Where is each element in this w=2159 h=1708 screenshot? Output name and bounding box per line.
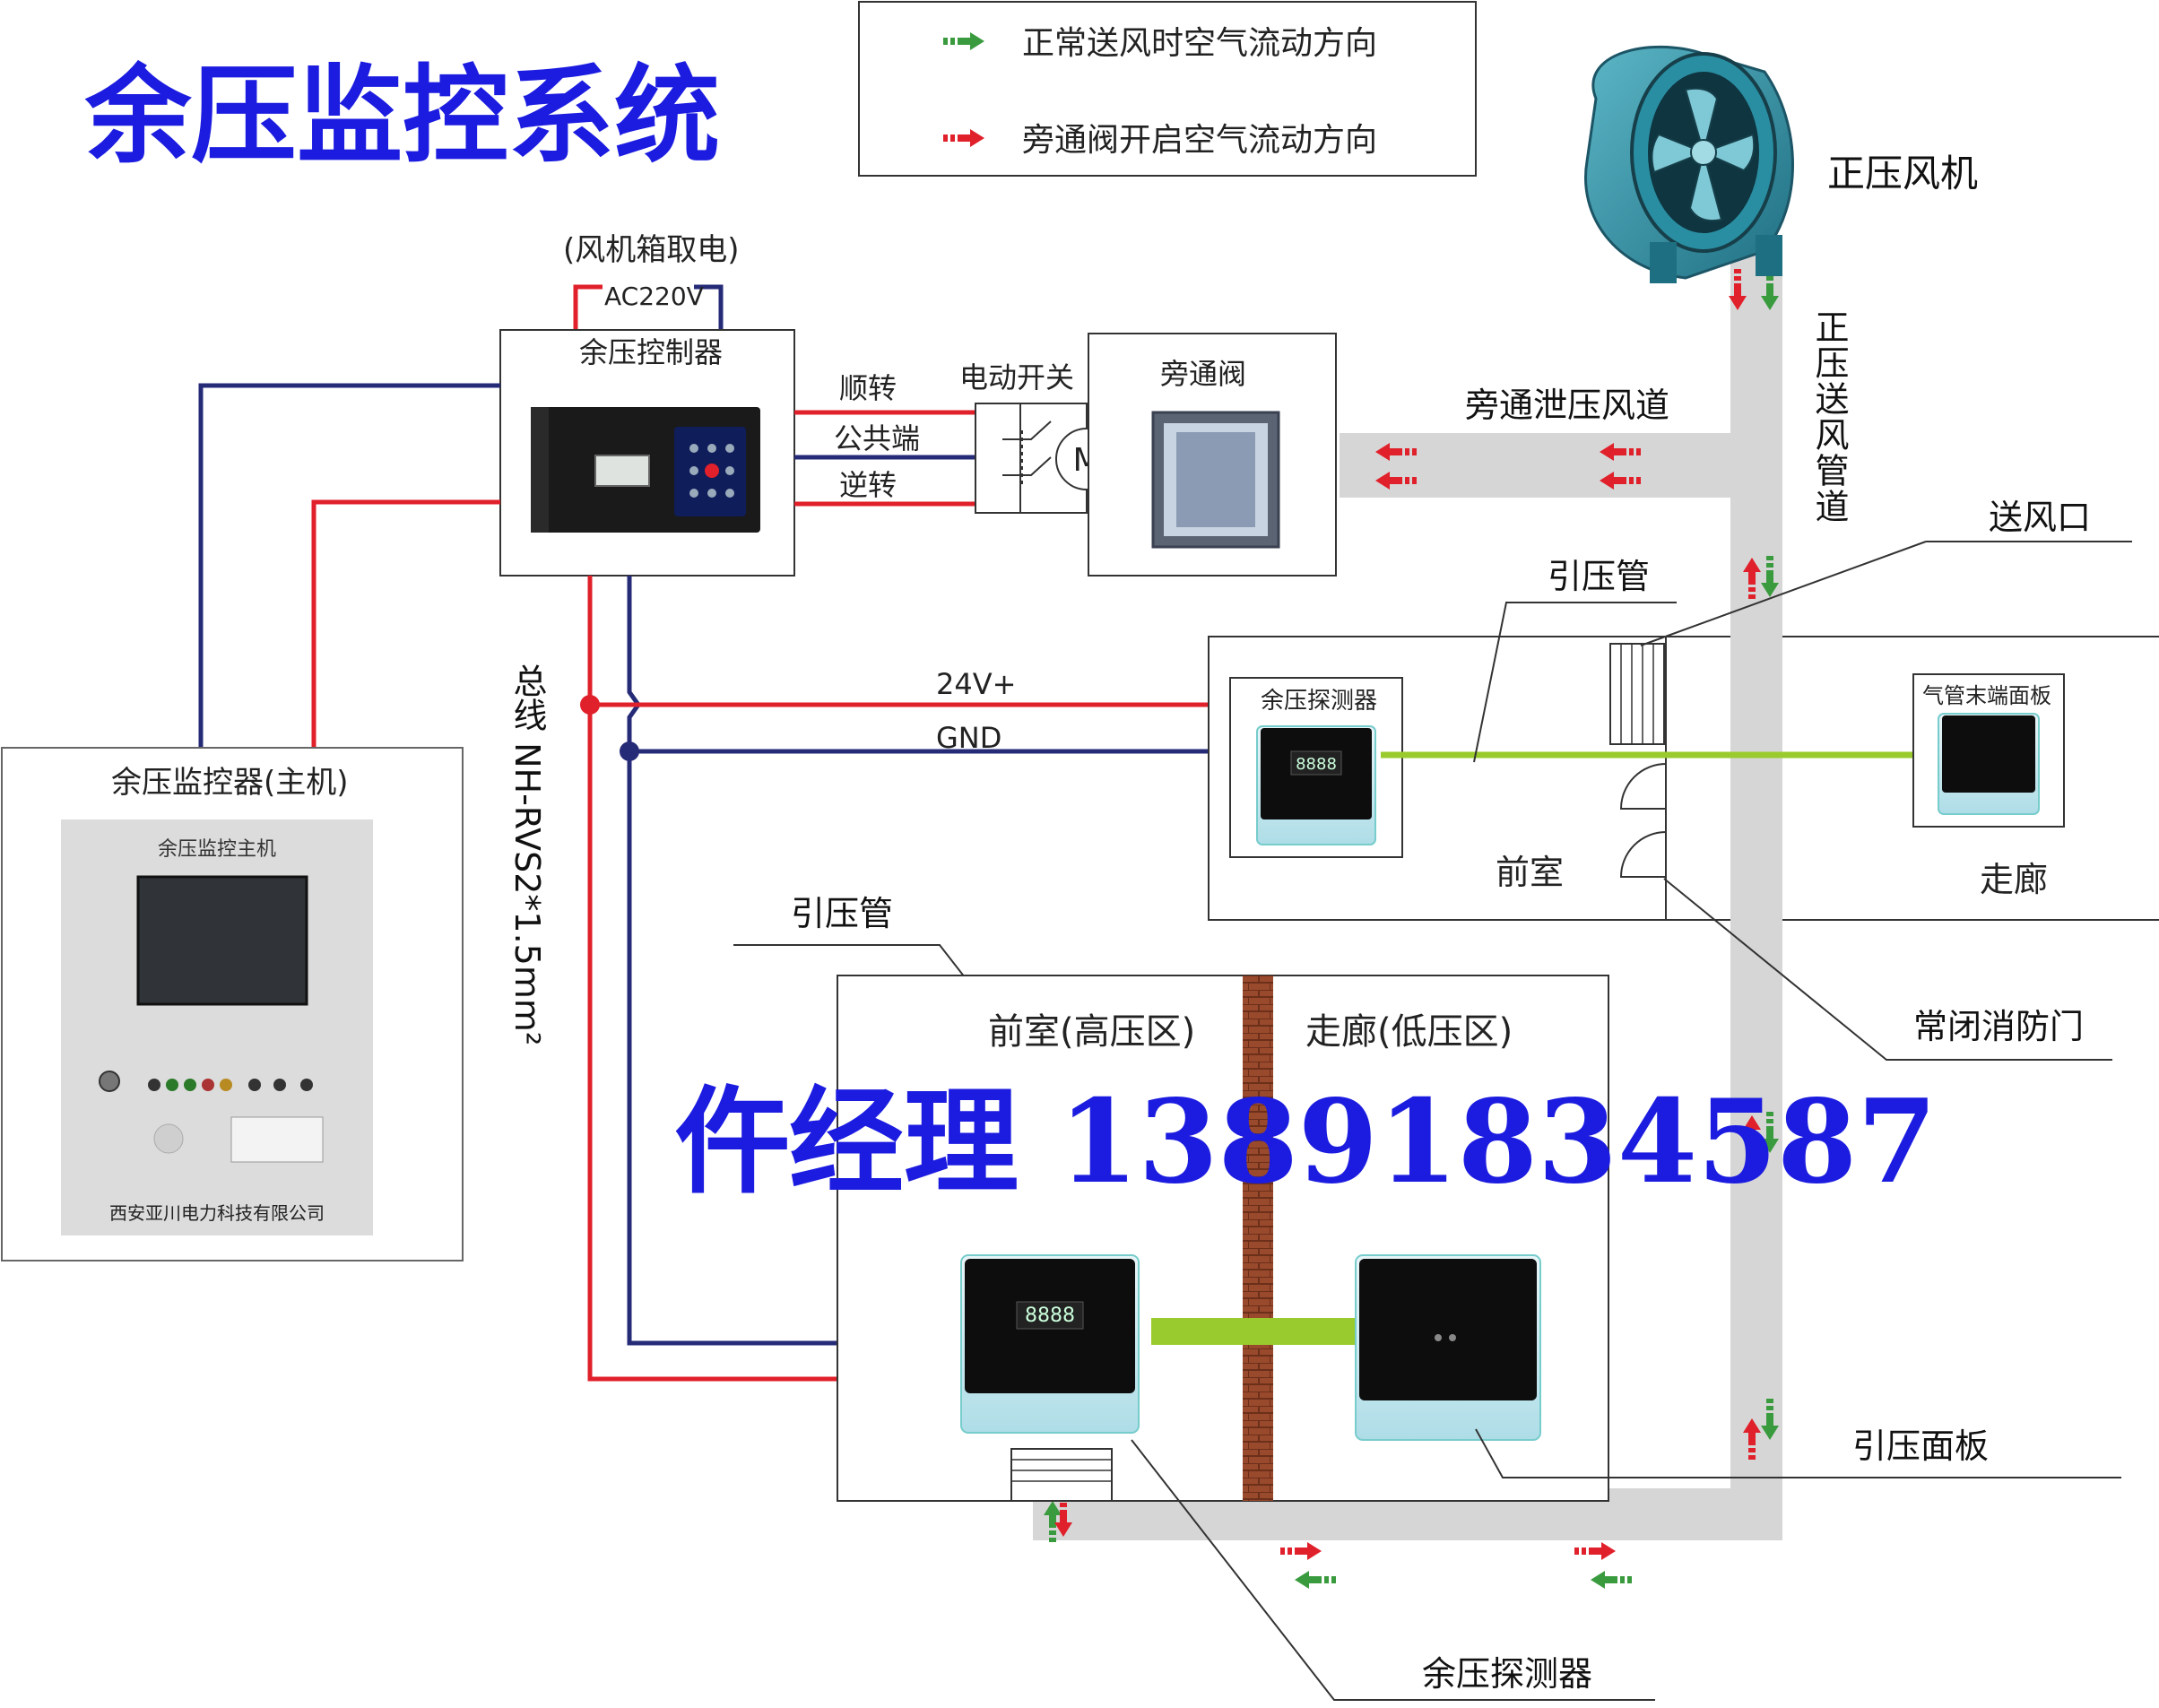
host-indicator-lights (148, 1079, 313, 1091)
top-detector-display: 8888 (1296, 755, 1337, 774)
host-outer-label: 余压监控器(主机) (111, 765, 349, 801)
supply-duct-label: 正压送风管道 (1809, 309, 1849, 525)
bypass-valve-label: 旁通阀 (1160, 357, 1246, 391)
legend-box: 正常送风时空气流动方向 旁通阀开启空气流动方向 (858, 1, 1477, 177)
host-printer (230, 1116, 324, 1163)
pressure-pipe (1151, 1318, 1357, 1345)
top-pipe-label: 引压管 (1548, 557, 1650, 596)
motor-switch-label: 电动开关 (959, 360, 1074, 394)
motor-switch-box (975, 403, 1088, 514)
mid-pipe-label: 引压管 (791, 894, 893, 933)
host-key-icon (99, 1071, 120, 1092)
wire-common-label: 公共端 (834, 421, 920, 455)
bus-label: 总线 NH-RVS2*1.5mm² (507, 663, 547, 1045)
top-detector-label: 余压探测器 (1261, 688, 1377, 715)
host-panel-title: 余压监控主机 (158, 838, 276, 861)
controller-device (531, 407, 760, 533)
legend-bypass: 旁通阀开启空气流动方向 (1022, 122, 1377, 159)
host-company: 西安亚川电力科技有限公司 (109, 1202, 325, 1224)
top-corridor-label: 走廊 (1980, 860, 2048, 899)
bypass-valve-device (1151, 411, 1280, 549)
fan-label: 正压风机 (1827, 152, 1978, 195)
legend-normal: 正常送风时空气流动方向 (1022, 25, 1377, 62)
host-cabinet: 余压监控主机 西安亚川电力科技有限公司 (61, 819, 373, 1235)
v24-label: 24V+ (936, 667, 1016, 701)
host-screen (136, 875, 308, 1006)
partition-wall (1243, 975, 1273, 1501)
wire-forward-label: 顺转 (839, 371, 897, 405)
contact-watermark: 仵经理 13891834587 (674, 1075, 1937, 1209)
host-speaker-icon (153, 1123, 184, 1154)
gnd-label: GND (936, 721, 1001, 755)
page-title: 余压监控系统 (84, 53, 720, 178)
bottom-corridor-label: 走廊(低压区) (1305, 1011, 1513, 1053)
bottom-front-label: 前室(高压区) (988, 1011, 1195, 1053)
bottom-detector-display: 8888 (1025, 1305, 1075, 1327)
vent-label: 送风口 (1989, 498, 2091, 537)
end-panel-label: 气管末端面板 (1922, 683, 2051, 708)
duct-system (1033, 251, 1782, 1540)
power-note: (风机箱取电) (563, 232, 740, 268)
controller-label: 余压控制器 (579, 335, 723, 369)
positive-pressure-fan (1584, 45, 1794, 283)
bottom-detector-device: 8888 (960, 1254, 1140, 1434)
wire-reverse-label: 逆转 (839, 468, 897, 502)
fire-door-label: 常闭消防门 (1913, 1007, 2084, 1046)
top-vent (1609, 643, 1665, 745)
bottom-panel-device (1355, 1254, 1541, 1441)
bottom-detector-label: 余压探测器 (1422, 1654, 1592, 1694)
top-front-room-label: 前室 (1496, 853, 1564, 892)
power-voltage: AC220V (604, 282, 704, 311)
pressure-panel-label: 引压面板 (1852, 1426, 1989, 1466)
bypass-duct-label: 旁通泄压风道 (1465, 386, 1669, 425)
bottom-vent (1010, 1448, 1113, 1502)
